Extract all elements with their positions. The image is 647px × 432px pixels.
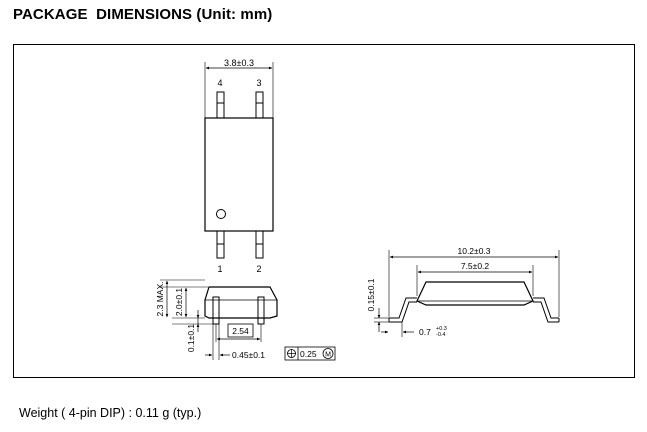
pin-3-label: 3 [256, 78, 261, 88]
lead-tolerance-plus: +0.3 [436, 326, 447, 332]
lead-length-dimension: 0.7 [419, 327, 431, 337]
pin-3-lead [255, 91, 264, 119]
body-length-dimension: 7.5±0.2 [461, 261, 490, 271]
tolerance-frame [284, 346, 336, 361]
body-height-dimension: 2.0±0.1 [174, 288, 184, 317]
package-body-front [204, 286, 278, 319]
overall-length-dimension: 10.2±0.3 [457, 246, 490, 256]
lead-thickness-dimension: 0.15±0.1 [366, 278, 376, 311]
pitch-dimension: 2.54 [232, 326, 249, 336]
side-lead-left [389, 297, 417, 319]
pin-1-marker-icon [216, 209, 226, 219]
pin-4-label: 4 [217, 78, 222, 88]
tolerance-modifier: M [325, 352, 331, 359]
page-title: PACKAGE DIMENSIONS (Unit: mm) [13, 6, 273, 23]
front-view [160, 279, 336, 361]
drawing-frame [13, 44, 635, 378]
weight-note: Weight ( 4-pin DIP) : 0.11 g (typ.) [19, 406, 202, 420]
lead-width-dimension: 0.45±0.1 [232, 350, 265, 360]
package-body-side [416, 281, 534, 306]
pin-2-label: 2 [256, 264, 261, 274]
pin-4-lead [216, 91, 225, 119]
standoff-dimension: 0.1±0.1 [186, 324, 196, 353]
width-dimension: 3.8±0.3 [224, 58, 254, 68]
side-view [374, 250, 560, 337]
max-height-dimension: 2.3 MAX. [155, 282, 165, 317]
lead-tolerance-minus: -0.4 [436, 332, 445, 338]
top-view [204, 62, 274, 259]
pin-1-label: 1 [217, 264, 222, 274]
tolerance-value: 0.25 [300, 349, 317, 359]
front-lead-right [257, 296, 265, 325]
front-lead-left [212, 296, 220, 325]
mmc-modifier-icon [322, 348, 334, 359]
package-body-top [204, 117, 274, 232]
side-lead-right [533, 297, 559, 319]
pitch-box [227, 323, 254, 338]
